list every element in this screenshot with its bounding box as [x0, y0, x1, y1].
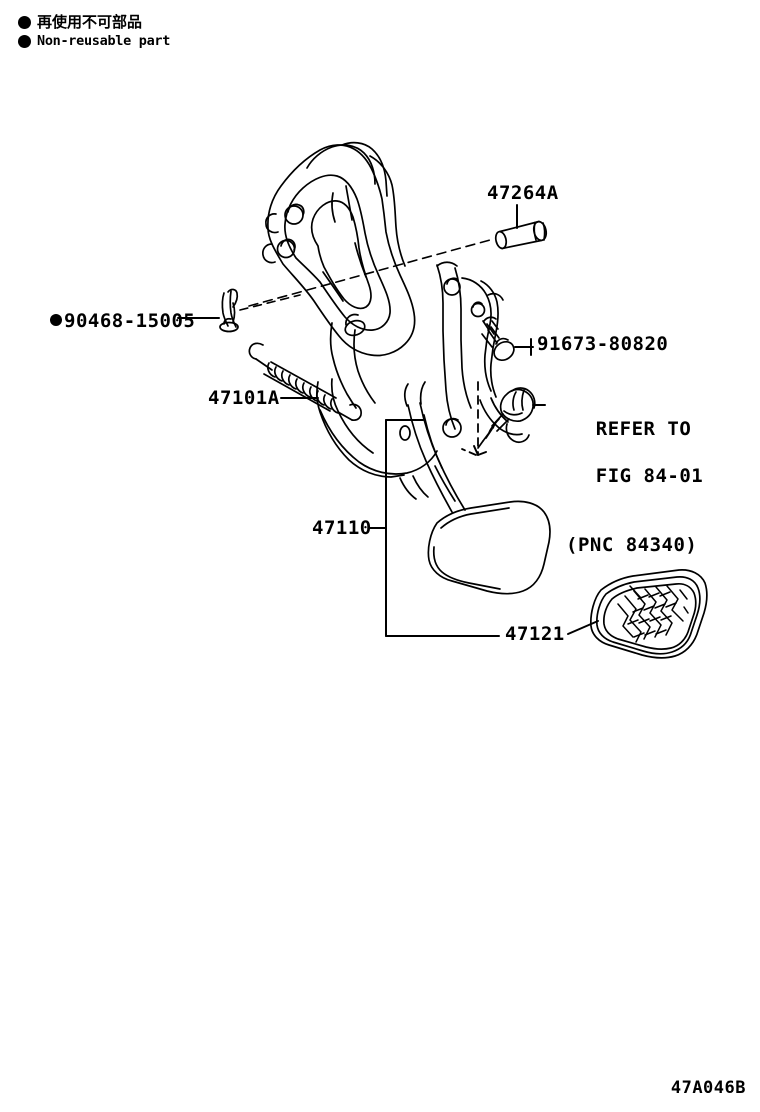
callout-91673-80820-label: 91673-80820 [537, 333, 669, 355]
callout-47121-label: 47121 [505, 623, 565, 645]
callout-47264a-label: 47264A [487, 182, 559, 204]
pedal-pad-body [428, 501, 550, 593]
filled-circle-icon [18, 15, 31, 29]
bolt-91673-80820 [482, 317, 517, 364]
filled-circle-icon [18, 34, 31, 48]
stop-lamp-switch [478, 388, 535, 448]
pedal-arm-47110 [405, 382, 465, 512]
legend-item-jp: 再使用不可部品 [18, 12, 170, 32]
legend: 再使用不可部品 Non-reusable part [18, 12, 170, 50]
callout-47101a-label: 47101A [208, 387, 280, 409]
callout-47110-label: 47110 [312, 517, 372, 539]
bracket-right-arm [462, 278, 529, 442]
leader-lines [178, 205, 598, 636]
callout-90468-15005: 90468-15005 [50, 310, 196, 333]
pedal-pad-47121 [591, 570, 707, 658]
reference-note-line-1: REFER TO [595, 418, 692, 441]
reference-note-line-2: FIG 84-01 [595, 464, 704, 487]
callout-47101a: 47101A [208, 387, 280, 410]
legend-item-jp-label: 再使用不可部品 [37, 13, 143, 31]
return-spring-47101a [249, 343, 361, 420]
clevis-pin-47264a [494, 220, 548, 249]
filled-circle-icon [50, 314, 62, 326]
callout-91673-80820: 91673-80820 [537, 333, 669, 356]
legend-item-en-label: Non-reusable part [37, 33, 171, 50]
reference-note: REFER TO FIG 84-01 (PNC 84340) [548, 395, 703, 604]
callout-47110: 47110 [312, 517, 372, 540]
figure-code: 47A046B [670, 1078, 746, 1098]
legend-item-en: Non-reusable part [18, 32, 170, 50]
callout-47121: 47121 [505, 623, 565, 646]
pedal-support-bracket [263, 143, 415, 356]
reference-note-line-3: (PNC 84340) [566, 534, 698, 557]
callout-90468-15005-label: 90468-15005 [64, 310, 196, 332]
callout-47264a: 47264A [487, 182, 559, 205]
pedal-bracket-lower [317, 262, 471, 499]
clip-90468-15005 [220, 289, 238, 331]
